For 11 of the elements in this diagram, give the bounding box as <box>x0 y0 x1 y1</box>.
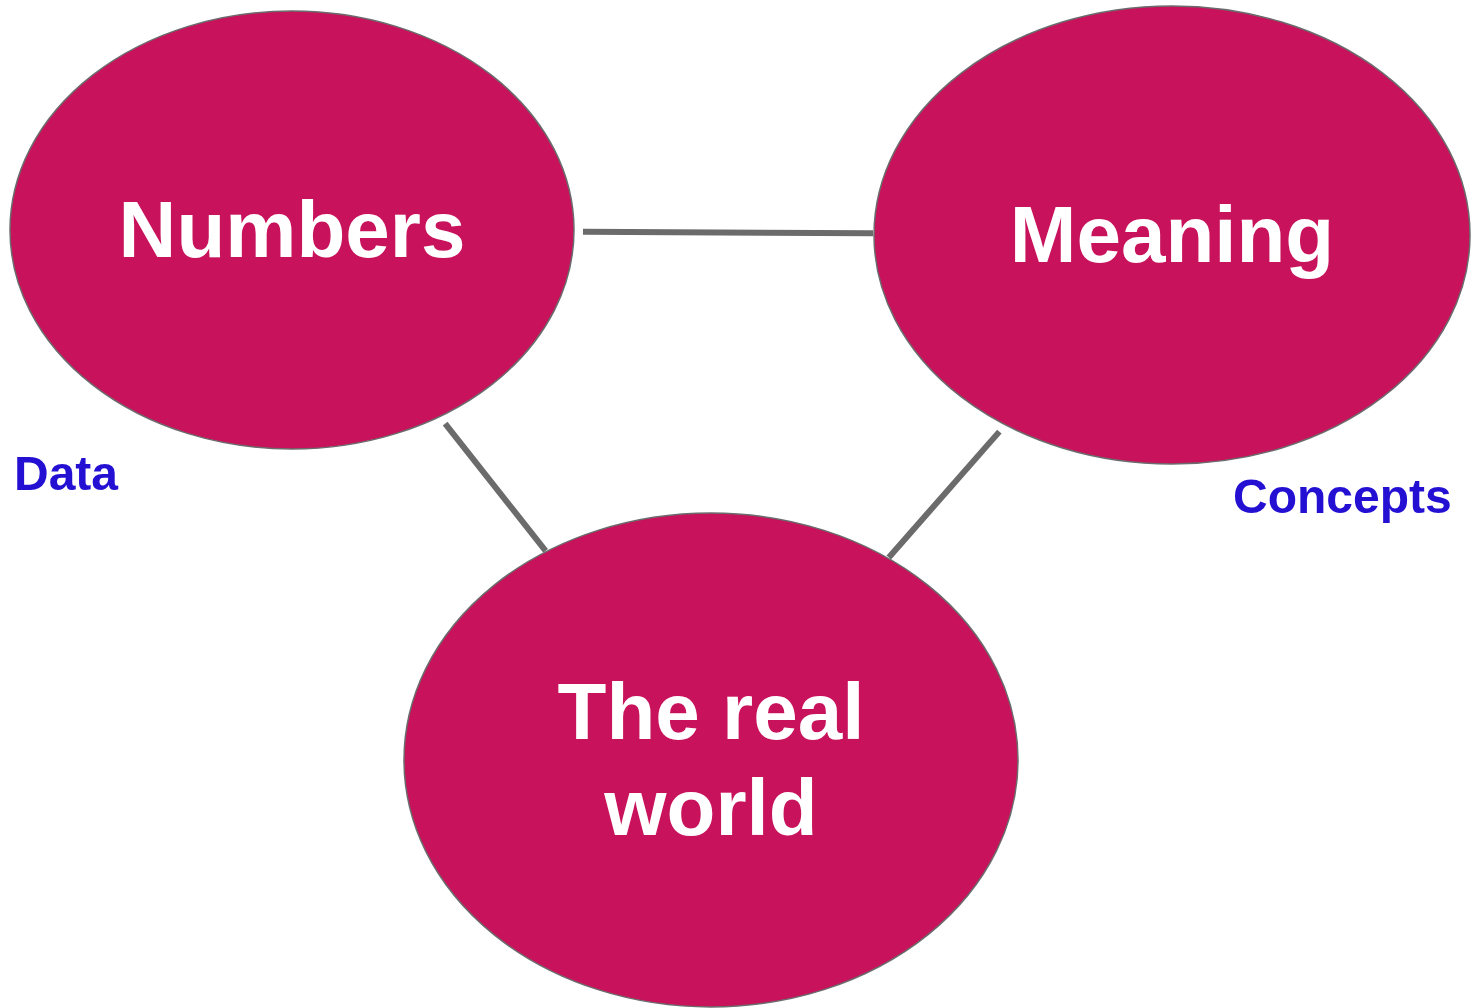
node-label: Meaning <box>1009 189 1335 281</box>
connector-line <box>442 421 548 553</box>
node-label: The real world <box>556 666 866 854</box>
connector-line <box>582 228 874 237</box>
ellipse-node <box>9 10 575 450</box>
side-label: Data <box>14 450 119 498</box>
side-label: Concepts <box>1233 473 1452 521</box>
ellipse-node <box>403 512 1019 1008</box>
connector-line <box>886 429 1002 560</box>
node-label: Numbers <box>118 184 466 276</box>
ellipse-node <box>873 5 1471 465</box>
